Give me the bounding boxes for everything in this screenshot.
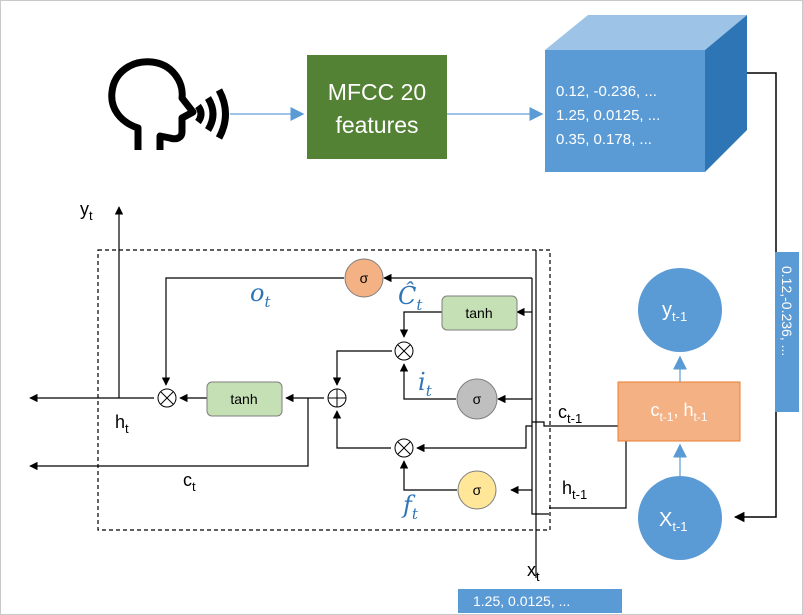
cube-line-3: 0.35, 0.178, ... xyxy=(556,131,652,148)
forget-gate: σ xyxy=(457,470,497,510)
label-c-hat-t: Ĉt xyxy=(398,281,423,314)
label-x-t: xt xyxy=(527,560,540,584)
bottom-vector-text: 1.25, 0.0125, ... xyxy=(473,593,570,609)
output-node-y-prev: yt-1 xyxy=(638,268,722,352)
output-tanh-box: tanh xyxy=(206,381,283,417)
output-tanh-label: tanh xyxy=(230,391,257,407)
mfcc-title: MFCC 20 xyxy=(328,79,426,105)
svg-text:ct-1, ht-1: ct-1, ht-1 xyxy=(650,400,707,424)
multiply-input-op xyxy=(394,341,414,361)
multiply-output-op xyxy=(157,388,177,408)
candidate-tanh-box: tanh xyxy=(441,295,518,331)
label-c-t: ct xyxy=(183,470,196,494)
label-h-t: ht xyxy=(115,412,129,436)
vertical-vector-text: 0.12,-0.236, ... xyxy=(779,266,795,356)
output-gate-symbol: σ xyxy=(360,270,369,286)
cube-line-1: 0.12, -0.236, ... xyxy=(556,83,657,100)
label-c-t-1: ct-1 xyxy=(558,402,582,426)
input-node-x-prev: Xt-1 xyxy=(638,476,722,560)
cube-to-input-arrow xyxy=(733,72,777,523)
label-y-t: yt xyxy=(80,199,93,223)
feature-cube: 0.12, -0.236, ... 1.25, 0.0125, ... 0.35… xyxy=(545,15,747,172)
mfcc-features-box: MFCC 20 features xyxy=(307,55,447,159)
speaking-head-icon xyxy=(108,58,229,150)
cube-line-2: 1.25, 0.0125, ... xyxy=(556,107,660,124)
output-gate: σ xyxy=(344,258,384,298)
svg-text:Xt-1: Xt-1 xyxy=(659,509,688,534)
lstm-cell-boundary xyxy=(97,249,551,531)
input-gate-symbol: σ xyxy=(473,391,482,407)
label-f-t: ft xyxy=(401,491,419,523)
input-gate: σ xyxy=(456,378,498,420)
bottom-vector-bar: 1.25, 0.0125, ... xyxy=(458,589,622,613)
lstm-wires xyxy=(29,206,627,578)
add-op xyxy=(327,388,347,408)
label-o-t: ot xyxy=(250,279,271,311)
label-h-t-1: ht-1 xyxy=(562,478,587,502)
forget-gate-symbol: σ xyxy=(473,482,482,498)
candidate-tanh-label: tanh xyxy=(465,305,492,321)
mfcc-subtitle: features xyxy=(335,112,418,138)
vertical-vector-bar: 0.12,-0.236, ... xyxy=(775,252,799,412)
label-i-t: it xyxy=(418,368,433,400)
multiply-forget-op xyxy=(394,438,414,458)
svg-text:yt-1: yt-1 xyxy=(662,299,687,324)
state-box: ct-1, ht-1 xyxy=(617,381,741,442)
